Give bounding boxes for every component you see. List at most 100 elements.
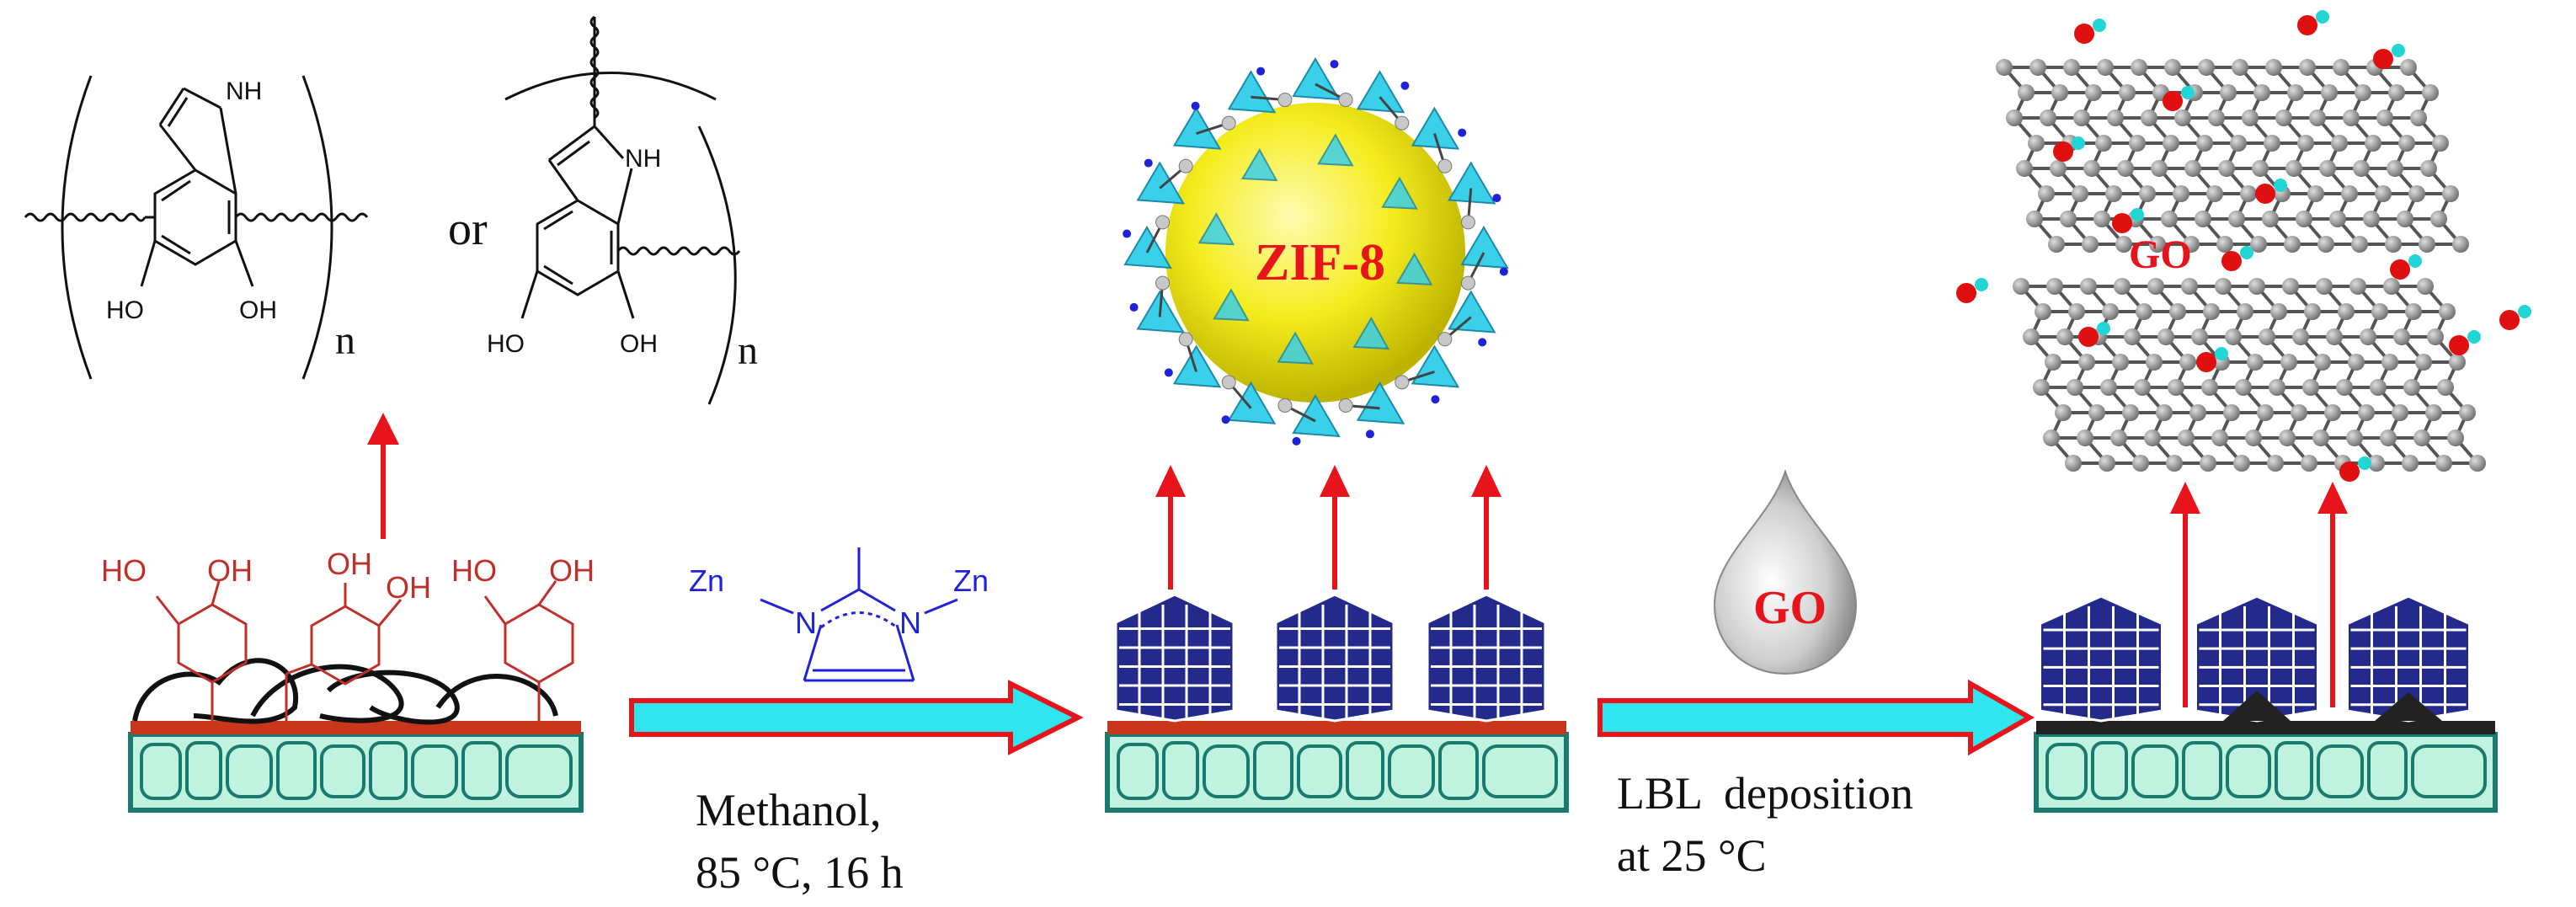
oxygen-atom [2499, 310, 2520, 330]
carbon-atom [2336, 379, 2353, 396]
carbon-atom [2280, 354, 2297, 371]
nitrogen-atom [1400, 81, 1410, 90]
carbon-atom [2245, 429, 2262, 446]
oxygen-atom [2078, 327, 2099, 347]
carbon-atom [2072, 185, 2088, 202]
carbon-atom [2393, 328, 2410, 345]
carbon-atom [2459, 404, 2476, 421]
nitrogen-atom [1431, 395, 1440, 404]
carbon-atom [2376, 109, 2393, 126]
carbon-atom [2100, 379, 2117, 396]
carbon-atom [2242, 109, 2259, 126]
carbon-atom [2405, 303, 2422, 320]
carbon-atom [2383, 278, 2400, 295]
carbon-atom [2168, 379, 2184, 396]
carbon-atom [2363, 211, 2380, 227]
carbon-atom [2301, 455, 2317, 472]
substrate-3 [2034, 721, 2498, 813]
carbon-atom [2267, 455, 2284, 472]
carbon-atom [2439, 303, 2456, 320]
substrate-2 [1105, 721, 1569, 813]
step1-line1: Methanol, [696, 785, 881, 835]
imidazole-atom [1155, 275, 1171, 291]
process-arrow-1 [629, 680, 1084, 755]
carbon-atom [2341, 185, 2358, 202]
carbon-atom [2417, 278, 2434, 295]
carbon-atom [2408, 185, 2425, 202]
oh-label-2: OH [620, 330, 658, 358]
zn-tetrahedron [1356, 70, 1405, 114]
carbon-atom [2449, 354, 2466, 371]
carbon-atom [2225, 328, 2242, 345]
carbon-atom [2380, 429, 2397, 446]
carbon-atom [2415, 354, 2432, 371]
step1-line2: 85 °C, 16 h [696, 847, 904, 898]
zn-right-label: Zn [953, 563, 989, 598]
carbon-atom [2105, 185, 2122, 202]
step2-line1: LBL deposition [1617, 768, 1913, 819]
carbon-atom [2262, 211, 2279, 227]
carbon-atom [2400, 59, 2417, 76]
nitrogen-atom [1478, 338, 1487, 347]
carbon-atom [2333, 59, 2349, 76]
carbon-atom [2447, 429, 2464, 446]
carbon-atom [2166, 455, 2183, 472]
zn-left-label: Zn [689, 563, 724, 598]
nitrogen-atom [1365, 429, 1374, 439]
carbon-atom [2174, 109, 2191, 126]
carbon-atom [2184, 160, 2201, 177]
carbon-atom [2035, 303, 2051, 320]
carbon-atom [2164, 59, 2181, 76]
imidazole-atom [1338, 397, 1353, 413]
carbon-atom [2073, 109, 2090, 126]
ho-label-2: HO [487, 330, 525, 358]
catechol-molecules [155, 580, 574, 721]
zn-tetrahedron [1292, 394, 1341, 438]
oxygen-atom [2449, 335, 2469, 355]
carbon-atom [2365, 135, 2381, 152]
carbon-atom [2181, 278, 2198, 295]
carbon-atom [2195, 211, 2211, 227]
catechol-oh-a: OH [207, 553, 253, 588]
carbon-atom [2398, 135, 2415, 152]
carbon-atom [2144, 429, 2161, 446]
nitrogen-atom [1144, 158, 1153, 168]
hydrogen-atom [2181, 86, 2195, 99]
carbon-atom [2029, 59, 2046, 76]
carbon-atom [2282, 278, 2299, 295]
oxygen-atom [2053, 141, 2073, 162]
carbon-atom [2203, 303, 2220, 320]
carbon-atom [2129, 135, 2146, 152]
carbon-atom [2141, 109, 2157, 126]
carbon-atom [2178, 429, 2195, 446]
carbon-atom [2051, 84, 2068, 101]
carbon-atom [2265, 59, 2282, 76]
carbon-atom [2469, 455, 2486, 472]
imidazole-atom [1460, 275, 1475, 291]
carbon-atom [2163, 135, 2179, 152]
hydrogen-atom [2097, 322, 2110, 335]
zn-tetrahedron [1395, 252, 1433, 285]
catechol-ho-a: HO [101, 553, 147, 588]
carbon-atom [2124, 328, 2141, 345]
imidazole-atom [1155, 215, 1171, 230]
hydrogen-atom [2215, 347, 2228, 360]
zif8-framework [1123, 57, 1509, 445]
imidazolate-structure [760, 547, 958, 682]
carbon-atom [2292, 328, 2309, 345]
carbon-atom [2302, 379, 2319, 396]
carbon-atom [2331, 135, 2348, 152]
imidazole-atom [1437, 158, 1453, 173]
oxygen-atom [2339, 462, 2360, 482]
nitrogen-atom [1330, 60, 1339, 69]
carbon-atom [2083, 160, 2100, 177]
ho-label-1: HO [106, 296, 144, 324]
imidazole-atom [1221, 115, 1236, 131]
carbon-atom [2237, 303, 2253, 320]
carbon-atom [2119, 84, 2136, 101]
carbon-atom [2316, 278, 2333, 295]
nh-label-2: NH [625, 145, 661, 173]
carbon-atom [2419, 236, 2435, 253]
carbon-atom [2038, 185, 2055, 202]
carbon-atom [2232, 59, 2248, 76]
